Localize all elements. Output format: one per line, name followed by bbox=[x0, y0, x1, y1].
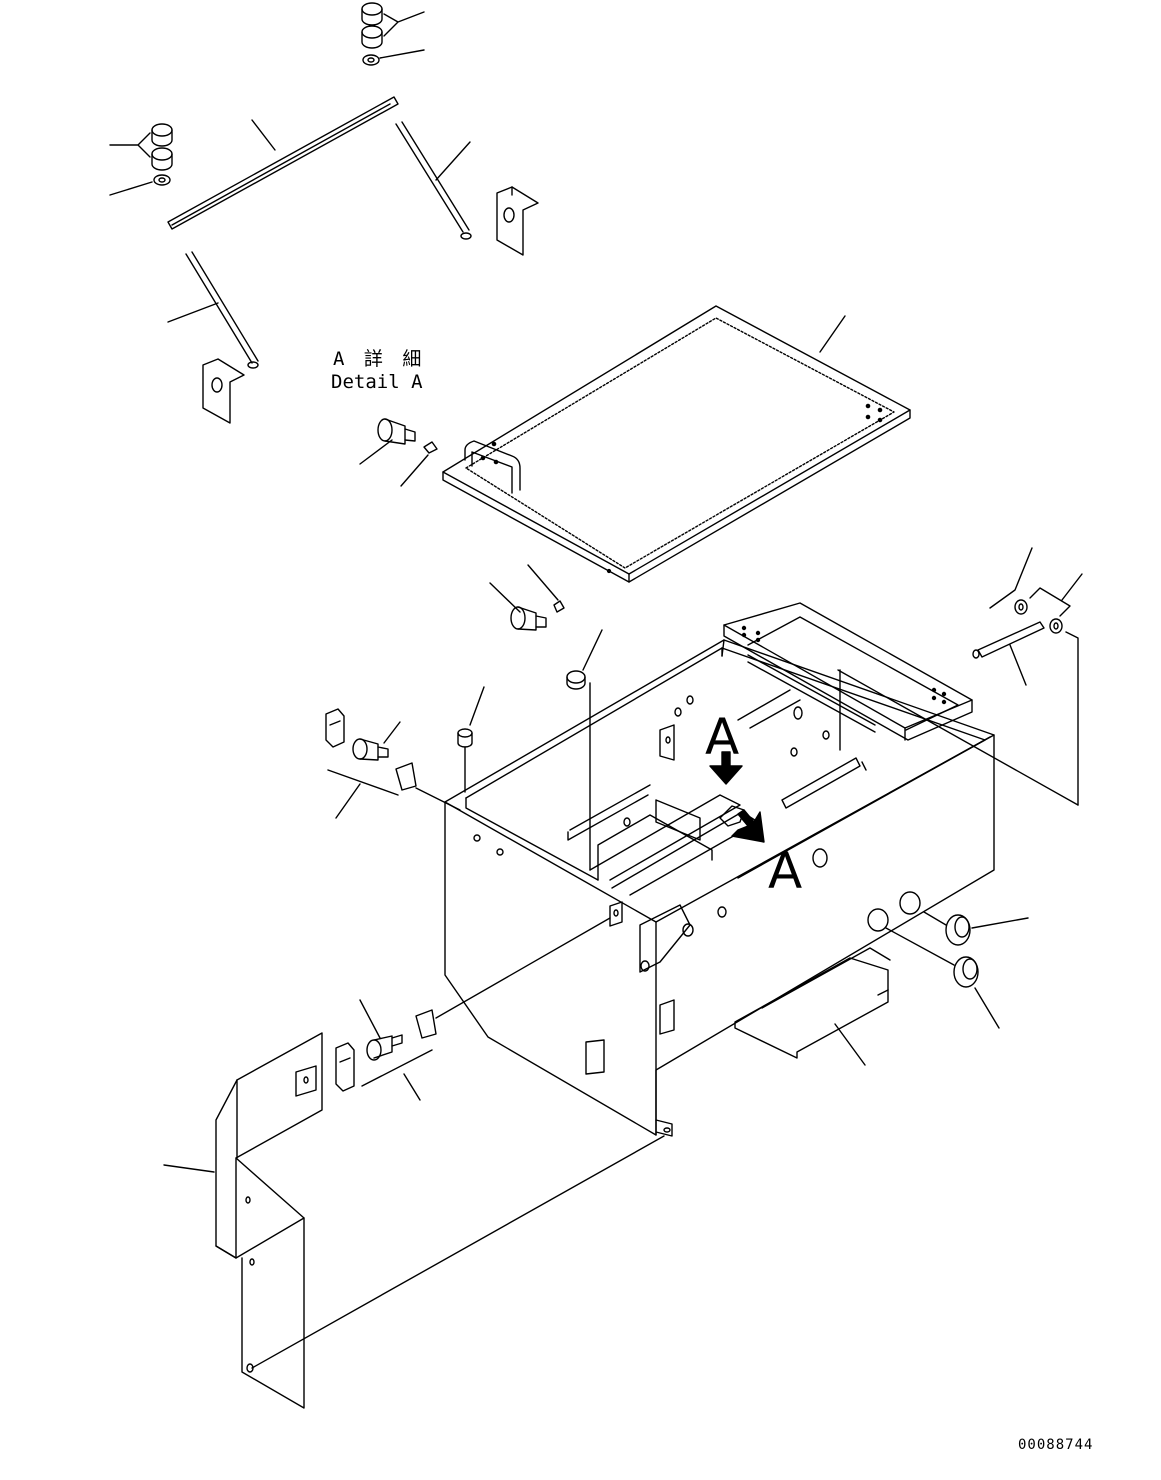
drawing-number: 00088744 bbox=[1018, 1437, 1094, 1453]
bracket-left bbox=[202, 358, 245, 424]
latch-upper bbox=[325, 708, 461, 819]
grommet-lower bbox=[885, 927, 1000, 1029]
washer-top-right bbox=[362, 49, 425, 66]
detail-a-label-english: Detail A bbox=[331, 371, 423, 393]
view-arrows bbox=[709, 751, 765, 843]
latch-lower bbox=[335, 917, 611, 1101]
side-rod-right bbox=[972, 547, 1083, 806]
detail-a-bolt bbox=[359, 418, 438, 487]
view-a-mark-top: A bbox=[705, 708, 740, 766]
washer-top-left bbox=[109, 174, 171, 196]
sleeve-cap bbox=[457, 686, 485, 793]
grommet-upper bbox=[923, 911, 1029, 946]
view-a-mark-side: A bbox=[768, 842, 803, 900]
nut-pair-top-right bbox=[361, 2, 425, 49]
rod-right bbox=[395, 121, 472, 240]
flat-stay-bar bbox=[167, 96, 399, 230]
nut-pair-top-left bbox=[109, 123, 173, 171]
side-cover-panel bbox=[163, 1032, 665, 1409]
cover-lid bbox=[442, 305, 911, 583]
rod-left bbox=[167, 251, 259, 369]
bracket-right bbox=[496, 186, 539, 256]
lid-bolt bbox=[489, 564, 565, 631]
plug-grommet bbox=[566, 629, 603, 871]
detail-a-label-japanese: A 詳 細 bbox=[333, 348, 426, 370]
battery-box-body bbox=[444, 602, 1079, 1137]
